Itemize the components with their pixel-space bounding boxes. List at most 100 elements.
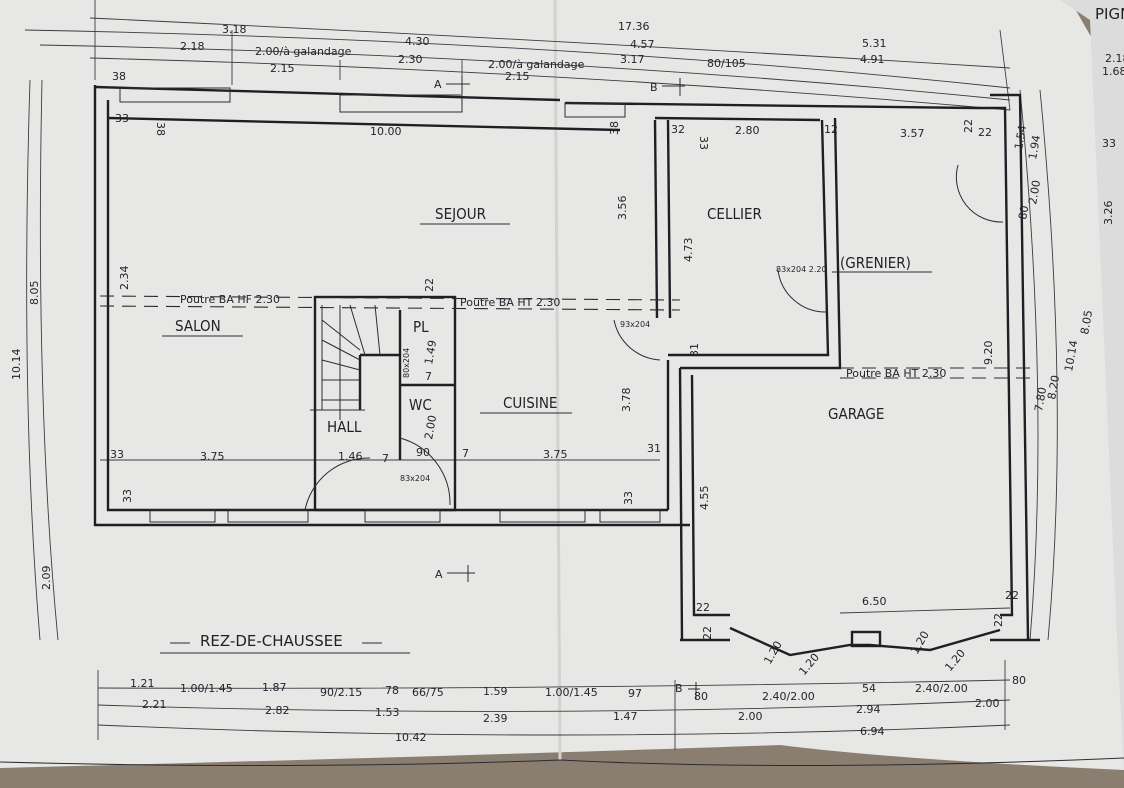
dimension-label: 33	[110, 448, 124, 461]
dimension-label: 4.57	[630, 38, 655, 51]
paper-sheet	[0, 0, 1124, 770]
dimension-label: 1.49	[422, 339, 439, 365]
dimension-label: 2.15	[505, 70, 530, 83]
stairs	[310, 304, 381, 420]
dimension-label: 31	[688, 343, 701, 357]
section-mark-arrows	[446, 76, 700, 700]
dimension-label: 2.40/2.00	[762, 690, 815, 703]
dimension-label: 2.00	[1026, 179, 1043, 205]
dimension-label: 33	[121, 489, 134, 503]
dimension-label: 4.91	[860, 53, 885, 66]
dimension-label: 7	[425, 370, 432, 383]
dimension-label: 3.26	[1102, 201, 1115, 226]
dimension-label: 33	[115, 112, 129, 125]
dimension-label: 8.20	[1045, 374, 1062, 400]
dimension-label: 6.50	[862, 595, 887, 608]
dimension-label: 90/2.15	[320, 686, 362, 699]
dimension-label: 1.21	[130, 677, 155, 690]
dimension-label: 2.00	[422, 414, 439, 440]
dimension-label: 3.75	[200, 450, 225, 463]
dimension-label: 3.56	[616, 196, 629, 221]
dimension-label: 4.73	[682, 238, 695, 263]
dimension-label: 90	[416, 446, 430, 459]
dimension-label: 33	[697, 136, 710, 150]
walls	[93, 85, 1040, 657]
dimension-label: 10.14	[10, 349, 23, 381]
dimension-label: 8.05	[1078, 309, 1095, 335]
dimension-label: 10.42	[395, 731, 427, 744]
dimension-label: 80	[694, 690, 708, 703]
dimension-label: 1.53	[375, 706, 400, 719]
dimension-label: 8.05	[28, 281, 41, 306]
dimension-label: 3.75	[543, 448, 568, 461]
room-label-wc: WC	[409, 396, 432, 414]
dimension-label: 80	[1016, 204, 1031, 220]
dimension-label: 7	[382, 452, 389, 465]
dimension-label: 22	[423, 278, 436, 292]
room-label-grenier: (GRENIER)	[840, 254, 911, 272]
dimension-label: 22	[978, 126, 992, 139]
dimension-label: 80/105	[707, 57, 746, 70]
dimension-label: 83x204	[400, 474, 430, 483]
dimension-label: 80	[1012, 674, 1026, 687]
room-label-garage: GARAGE	[828, 405, 884, 423]
doors	[304, 164, 1004, 511]
dimension-label: 2.21	[142, 698, 167, 711]
dimension-label: 2.09	[40, 566, 53, 591]
dimension-label: 31	[647, 442, 661, 455]
dimension-label: 22	[992, 613, 1005, 627]
room-label-pl: PL	[413, 318, 429, 336]
dimension-label: 80x204	[402, 348, 411, 378]
dimension-label: 3.57	[900, 127, 925, 140]
dimension-label: 2.40/2.00	[915, 682, 968, 695]
beam-label: Poutre BA HF 2.30	[180, 293, 280, 306]
paper-fold	[553, 0, 562, 761]
dimension-label: 6.94	[860, 725, 885, 738]
adjacent-sheet	[1060, 0, 1124, 770]
dimension-label: 93x204	[620, 320, 650, 329]
dimension-label: 4.55	[698, 486, 711, 511]
dimension-label: 2.80	[735, 124, 760, 137]
dimension-label: 2.00/à galandage	[488, 58, 585, 71]
dimension-label: 38	[608, 121, 621, 135]
title-underline	[160, 642, 410, 654]
dimension-label: 12	[824, 123, 838, 136]
dimension-label: 2.30	[398, 53, 423, 66]
dimension-label: 9.20	[982, 341, 995, 366]
room-label-hall: HALL	[327, 418, 362, 436]
dimension-label: 3.18	[222, 23, 247, 36]
dimension-label: 10.00	[370, 125, 402, 138]
dimension-label: 2.18	[180, 40, 205, 53]
dimension-label: 1.59	[483, 685, 508, 698]
dimension-label: 4.30	[405, 35, 430, 48]
dimension-label: 2.18	[1105, 52, 1124, 65]
room-label-salon: SALON	[175, 317, 221, 335]
paper-edge-line	[0, 757, 1124, 767]
dimension-label: 83x204 2.20	[776, 265, 827, 274]
dimension-label: 22	[696, 601, 710, 614]
dimension-label: 2.82	[265, 704, 290, 717]
dimension-label: 22	[962, 119, 975, 133]
room-label-cellier: CELLIER	[707, 205, 762, 223]
dimension-label: 97	[628, 687, 642, 700]
room-label-cuisine: CUISINE	[503, 394, 557, 412]
dimension-label: 10.14	[1062, 339, 1080, 372]
beams	[99, 295, 1030, 379]
dimension-label: 32	[671, 123, 685, 136]
dimension-label: 1.54	[1012, 124, 1029, 150]
dimension-label: 3.17	[620, 53, 645, 66]
section-mark-b-top: B	[650, 81, 658, 94]
plan-title: REZ-DE-CHAUSSEE	[200, 632, 343, 650]
dimension-label: 2.00	[975, 697, 1000, 710]
dimension-label: 38	[112, 70, 126, 83]
dimension-label: 1.00/1.45	[545, 686, 598, 699]
dimension-label: 1.46	[338, 450, 363, 463]
dimension-label: 38	[154, 122, 167, 136]
dimension-label: 2.39	[483, 712, 508, 725]
dimension-label: 2.15	[270, 62, 295, 75]
section-mark-b-bottom: B	[675, 682, 683, 695]
side-sheet-title: PIGN	[1095, 5, 1124, 23]
room-label-sejour: SEJOUR	[435, 205, 486, 223]
